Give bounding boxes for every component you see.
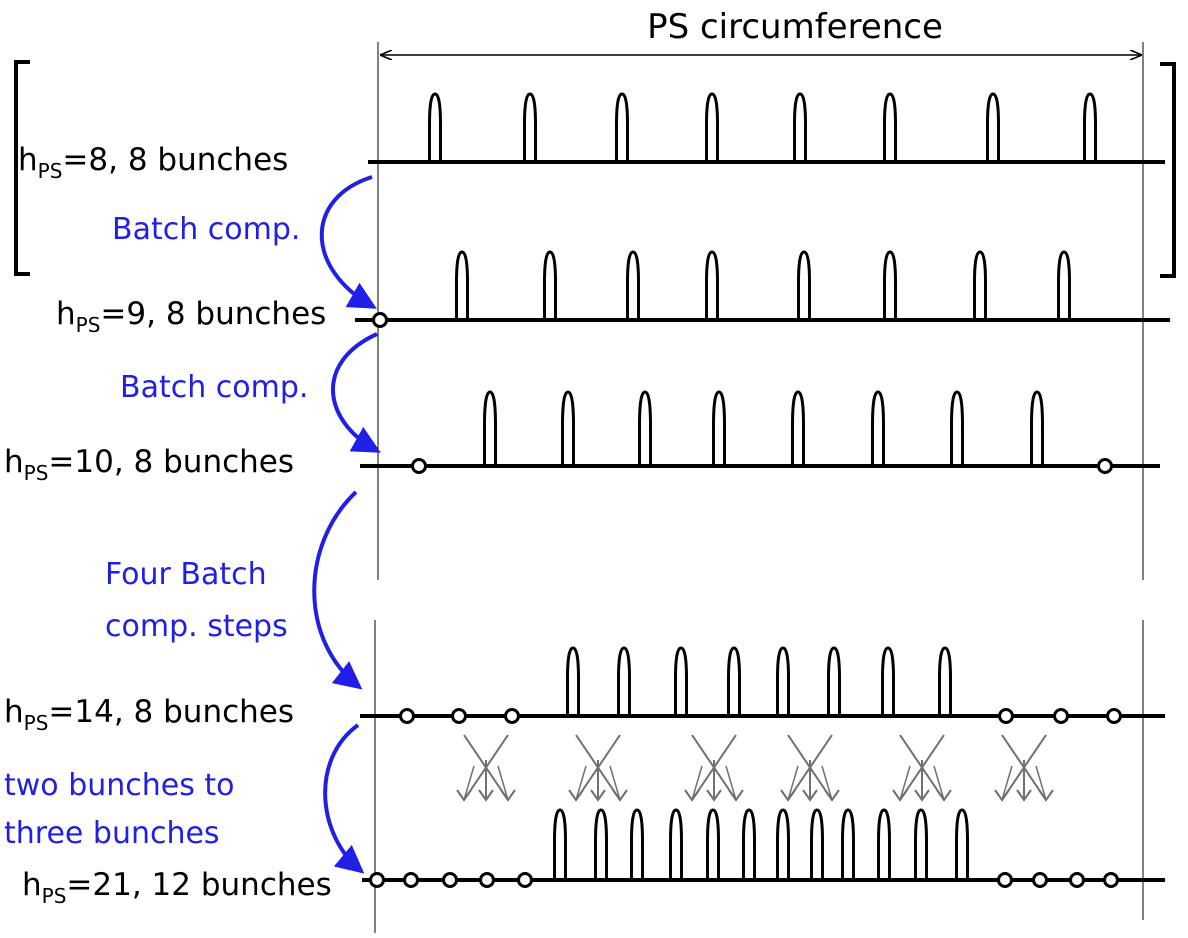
bunch xyxy=(630,808,644,880)
empty-bucket xyxy=(1069,872,1085,888)
bunch xyxy=(706,808,720,880)
bunch xyxy=(455,250,469,320)
row-label-h10: hPS=10, 8 bunches xyxy=(4,444,294,485)
bunch xyxy=(973,250,987,320)
bunch xyxy=(827,646,841,716)
empty-bucket xyxy=(411,458,427,474)
transition-arrow-3 xyxy=(312,490,363,690)
bunch xyxy=(881,646,895,716)
split-symbol xyxy=(780,734,840,802)
bunch xyxy=(523,92,537,162)
empty-bucket xyxy=(1053,708,1069,724)
bunch xyxy=(871,390,885,466)
bunch xyxy=(950,390,964,466)
bunch xyxy=(1057,250,1071,320)
bunch xyxy=(705,92,719,162)
bunch xyxy=(566,646,580,716)
bunch xyxy=(877,808,891,880)
empty-bucket xyxy=(1103,872,1119,888)
bunch xyxy=(615,92,629,162)
bunch xyxy=(674,646,688,716)
empty-bucket xyxy=(372,312,388,328)
step-label-3-line-1: Four Batch xyxy=(105,557,267,592)
transition-arrow-4 xyxy=(323,723,365,874)
split-symbol xyxy=(568,734,628,802)
bunch xyxy=(1083,92,1097,162)
row-label-h21: hPS=21, 12 bunches xyxy=(22,867,332,908)
empty-bucket xyxy=(442,872,458,888)
bunch xyxy=(626,250,640,320)
bunch xyxy=(705,250,719,320)
empty-bucket xyxy=(997,872,1013,888)
empty-bucket xyxy=(1032,872,1048,888)
step-label-4-line-2: three bunches xyxy=(4,816,220,851)
bunch xyxy=(561,390,575,466)
row-label-h14: hPS=14, 8 bunches xyxy=(4,694,294,735)
bucket-row xyxy=(360,646,1165,724)
bucket-row xyxy=(368,92,1165,164)
bunch xyxy=(543,250,557,320)
step-label-2: Batch comp. xyxy=(120,370,308,405)
bunch xyxy=(617,646,631,716)
bucket-row xyxy=(362,808,1165,888)
step-label-1: Batch comp. xyxy=(112,212,300,247)
empty-bucket xyxy=(1106,708,1122,724)
bunch xyxy=(1030,390,1044,466)
left-bracket xyxy=(14,60,30,276)
right-bracket xyxy=(1160,62,1176,278)
split-symbol xyxy=(456,734,516,802)
bunch xyxy=(797,250,811,320)
bunch xyxy=(776,646,790,716)
bunch xyxy=(914,808,928,880)
transition-arrow-1 xyxy=(319,175,377,309)
empty-bucket xyxy=(369,872,385,888)
bunch xyxy=(638,390,652,466)
empty-bucket xyxy=(451,708,467,724)
empty-bucket xyxy=(517,872,533,888)
bunch xyxy=(727,646,741,716)
bunch xyxy=(841,808,855,880)
bucket-row xyxy=(355,250,1170,328)
empty-bucket xyxy=(504,708,520,724)
bunch xyxy=(938,646,952,716)
split-symbol xyxy=(892,734,952,802)
bunch xyxy=(791,390,805,466)
bunch xyxy=(883,92,897,162)
row-label-h9: hPS=9, 8 bunches xyxy=(56,296,326,337)
bunch xyxy=(986,92,1000,162)
bunch xyxy=(776,808,790,880)
bunch xyxy=(594,808,608,880)
step-label-3-line-2: comp. steps xyxy=(105,609,288,644)
empty-bucket xyxy=(1097,458,1113,474)
empty-bucket xyxy=(479,872,495,888)
bunch xyxy=(483,390,497,466)
transition-arrow-2 xyxy=(331,332,381,453)
empty-bucket xyxy=(399,708,415,724)
diagram-title: PS circumference xyxy=(647,7,943,47)
bucket-row xyxy=(360,390,1160,474)
bunch xyxy=(955,808,969,880)
bunch xyxy=(810,808,824,880)
bunch xyxy=(553,808,567,880)
step-label-4-line-1: two bunches to xyxy=(4,768,235,803)
bunch xyxy=(712,390,726,466)
row-label-h8: hPS=8, 8 bunches xyxy=(18,142,288,183)
bunch xyxy=(669,808,683,880)
empty-bucket xyxy=(998,708,1014,724)
bunch xyxy=(428,92,442,162)
split-symbol xyxy=(684,734,744,802)
bunch xyxy=(883,250,897,320)
split-symbol xyxy=(994,734,1054,802)
bunch xyxy=(742,808,756,880)
bunch xyxy=(793,92,807,162)
bunch-split-symbols xyxy=(456,734,1054,802)
bucket-rows xyxy=(355,92,1170,888)
empty-bucket xyxy=(403,872,419,888)
